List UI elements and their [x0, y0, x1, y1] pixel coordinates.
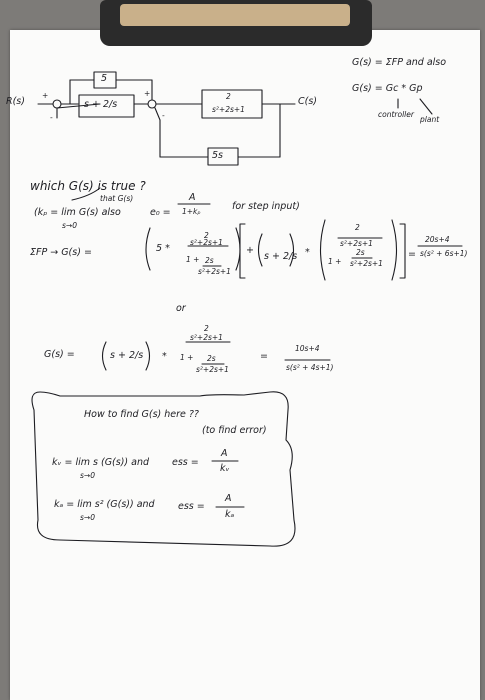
eq1-controller: s + 2/s [264, 251, 298, 262]
kv-numerator: A [221, 448, 228, 459]
eq2-lhs: G(s) = [44, 349, 75, 360]
eq1-result-numerator: 20s+4 [425, 235, 450, 244]
feedforward-block-label: 5 [101, 73, 108, 84]
plant-block-numerator: 2 [226, 92, 231, 101]
eq1-forward-numerator: 2 [204, 231, 209, 240]
ka-ess: ess = [178, 501, 205, 512]
eq2-result-numerator: 10s+4 [295, 344, 320, 353]
eq2-2s-denominator: s²+2s+1 [196, 365, 229, 374]
eq2-brackets [101, 341, 151, 371]
sum2-plus-sign: + [144, 89, 151, 98]
ess-note: for step input) [232, 201, 300, 212]
question-arrow [71, 187, 101, 201]
note-controller-label: controller [378, 110, 414, 119]
eq2-numerator-denominator: s²+2s+1 [190, 333, 223, 342]
eq1-2s-denominator: s²+2s+1 [198, 267, 231, 276]
note-line-1: G(s) = ΣFP and also [352, 57, 447, 68]
kp-definition: (kₚ = lim G(s) also [34, 207, 121, 218]
question-line: which G(s) is true ? [30, 179, 146, 193]
eq2-times: * [162, 351, 167, 362]
eq1-plus: + [246, 245, 254, 256]
eq1-times: * [305, 247, 310, 258]
output-label: C(s) [298, 96, 317, 107]
ess-denominator: 1+kₚ [182, 207, 201, 216]
question-sub: that G(s) [100, 194, 134, 203]
plant-block-denominator: s²+2s+1 [212, 105, 245, 114]
sum1-minus-sign: - [50, 113, 53, 122]
eq1-plant-denominator: s²+2s+1 [340, 239, 373, 248]
ka-limit-sub: s→0 [80, 513, 95, 522]
or-label: or [176, 303, 186, 314]
eq1-plant-2s: 2s [356, 248, 365, 257]
controller-block-label: s + 2/s [84, 99, 118, 110]
note-line-2: G(s) = Gc * Gp [352, 83, 423, 94]
eq1-brackets [145, 219, 406, 281]
box-title: How to find G(s) here ?? [84, 409, 199, 420]
eq2-one-plus: 1 + [180, 353, 194, 362]
eq2-equals: = [260, 351, 268, 362]
eq1-2s: 2s [205, 256, 214, 265]
note-arrows [397, 98, 433, 115]
kv-limit-sub: s→0 [80, 471, 95, 480]
eq1-forward-denominator: s²+2s+1 [190, 238, 223, 247]
block-diagram-lines [37, 71, 296, 166]
note-plant-label: plant [420, 115, 440, 124]
paper-sheet [10, 30, 480, 700]
eq1-lhs: ΣFP → G(s) = [30, 247, 92, 258]
ka-numerator: A [225, 493, 232, 504]
kv-ess: ess = [172, 457, 199, 468]
kv-line: kᵥ = lim s (G(s)) and [52, 457, 150, 468]
eq1-plant-numerator: 2 [355, 223, 360, 232]
eq2-numerator: 2 [204, 324, 209, 333]
eq1-result-denominator: s(s² + 6s+1) [420, 249, 468, 258]
ka-denominator: kₐ [225, 509, 235, 520]
input-label: R(s) [6, 96, 25, 107]
fraction-bars [177, 203, 463, 508]
ess-numerator: A [189, 192, 196, 203]
clipboard-clip-plate [120, 4, 350, 26]
sum1-plus-sign: + [42, 91, 49, 100]
eq1-five: 5 * [156, 243, 170, 254]
eq1-equals: = [408, 249, 416, 260]
kv-denominator: kᵥ [220, 463, 230, 474]
ka-line: kₐ = lim s² (G(s)) and [54, 499, 155, 510]
ess-lhs: e₀ = [150, 207, 171, 218]
note-box-outline [31, 391, 296, 547]
feedback-block-label: 5s [212, 150, 223, 161]
box-subtitle: (to find error) [202, 425, 267, 436]
eq2-2s: 2s [207, 354, 216, 363]
eq1-plant-2s-denominator: s²+2s+1 [350, 259, 383, 268]
eq2-result-denominator: s(s² + 4s+1) [286, 363, 334, 372]
sum2-minus-sign: - [162, 111, 165, 120]
kp-limit-sub: s→0 [62, 221, 77, 230]
eq1-plant-one-plus: 1 + [328, 257, 342, 266]
eq2-controller: s + 2/s [110, 350, 144, 361]
eq1-one-plus: 1 + [186, 255, 200, 264]
